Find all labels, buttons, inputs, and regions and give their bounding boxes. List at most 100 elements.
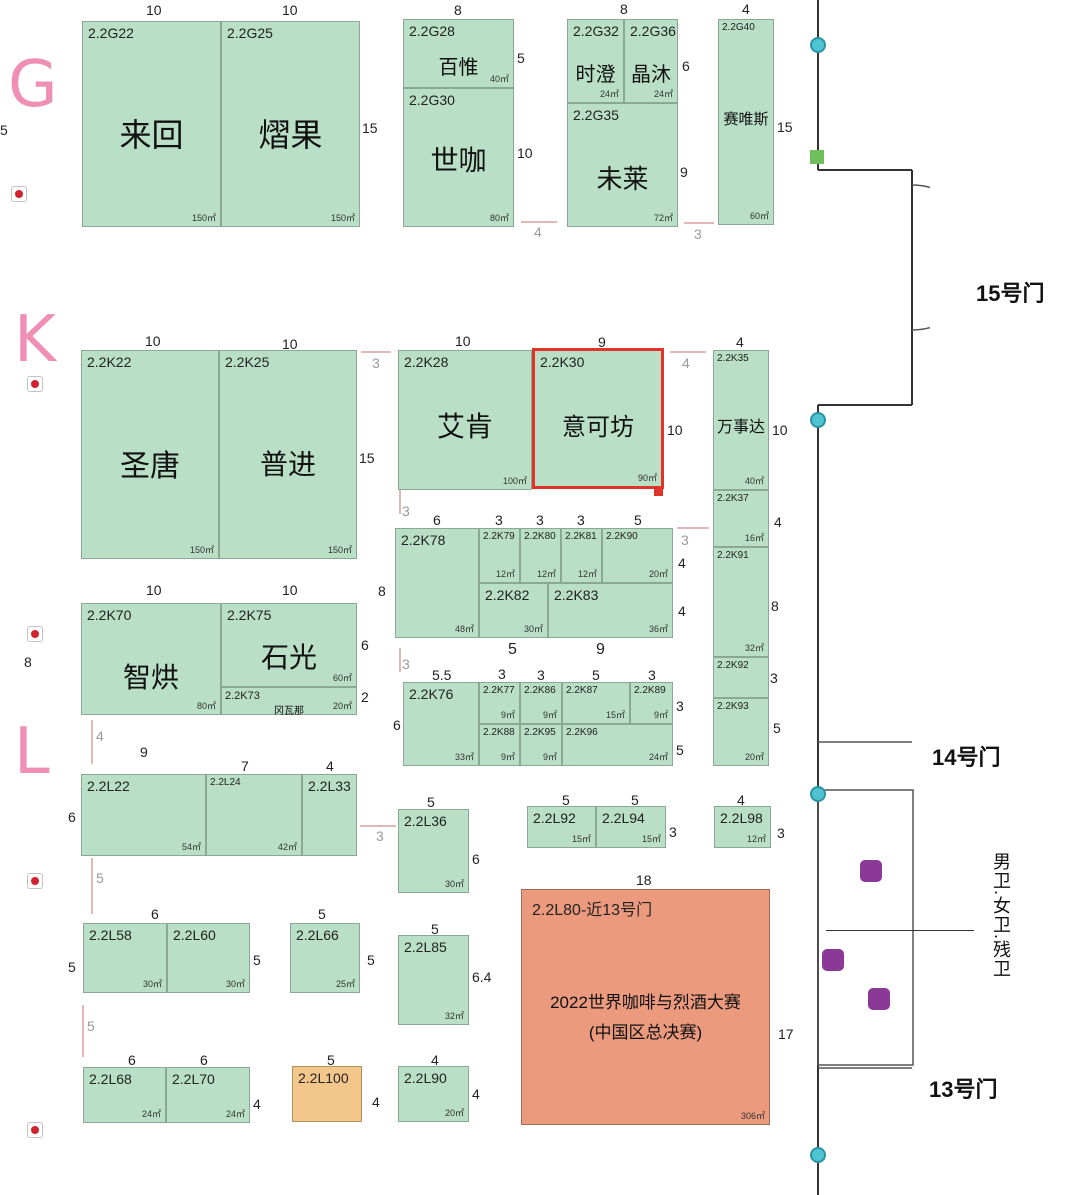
booth-id: 2.2L58: [89, 927, 132, 943]
booth-2-2k28[interactable]: 2.2K28 艾肯 100㎡: [398, 350, 532, 490]
booth-area: 33㎡: [454, 752, 474, 762]
booth-2-2g36[interactable]: 2.2G36 晶沐 24㎡: [624, 19, 678, 103]
dim-label: 3: [537, 667, 545, 683]
dim-label: 8: [620, 1, 628, 17]
booth-2-2l92[interactable]: 2.2L92 15㎡: [527, 806, 596, 848]
booth-2-2l66[interactable]: 2.2L66 25㎡: [290, 923, 360, 993]
booth-2-2k89[interactable]: 2.2K89 9㎡: [630, 682, 673, 724]
booth-name: 石光: [260, 642, 317, 673]
booth-2-2l36[interactable]: 2.2L36 30㎡: [398, 809, 469, 893]
booth-2-2k86[interactable]: 2.2K86 9㎡: [520, 682, 562, 724]
booth-2-2k92[interactable]: 2.2K92: [713, 657, 769, 698]
booth-2-2k87[interactable]: 2.2K87 15㎡: [562, 682, 630, 724]
dim-label: 3: [577, 512, 585, 528]
booth-name: 世咖: [430, 145, 487, 176]
booth-id: 2.2L92: [533, 810, 576, 826]
dim-label: 8: [378, 583, 386, 599]
booth-area: 20㎡: [444, 1108, 464, 1118]
booth-name: 熠果: [258, 117, 323, 153]
booth-id: 2.2L68: [89, 1071, 132, 1087]
booth-2-2k37[interactable]: 2.2K37 16㎡: [713, 490, 769, 547]
booth-2-2l90[interactable]: 2.2L90 20㎡: [398, 1066, 469, 1122]
booth-2-2k88[interactable]: 2.2K88 9㎡: [479, 724, 520, 766]
booth-2-2g32[interactable]: 2.2G32 时澄 24㎡: [567, 19, 624, 103]
booth-id: 2.2K35: [717, 353, 749, 364]
dim-label: 5: [508, 641, 517, 658]
booth-area: 15㎡: [605, 710, 625, 720]
restroom-note: 男卫.女卫.残卫: [991, 852, 1011, 979]
booth-2-2l24[interactable]: 2.2L24 42㎡: [206, 774, 302, 856]
booth-2-2k95[interactable]: 2.2K95 9㎡: [520, 724, 562, 766]
booth-2-2k78[interactable]: 2.2K78 48㎡: [395, 528, 479, 638]
booth-2-2k81[interactable]: 2.2K81 12㎡: [561, 528, 602, 583]
booth-area: 24㎡: [141, 1109, 161, 1119]
booth-2-2l33[interactable]: 2.2L33: [302, 774, 357, 856]
booth-2-2l98[interactable]: 2.2L98 12㎡: [714, 806, 771, 848]
dim-label: 10: [772, 422, 788, 438]
booth-2-2k96[interactable]: 2.2K96 24㎡: [562, 724, 673, 766]
booth-2-2k22[interactable]: 2.2K22 圣唐 150㎡: [81, 350, 219, 559]
booth-2-2l22[interactable]: 2.2L22 54㎡: [81, 774, 206, 856]
booth-2-2g28[interactable]: 2.2G28 百惟 40㎡: [403, 19, 514, 88]
restroom-icon: [868, 988, 890, 1010]
dim-label: 9: [596, 641, 605, 658]
aisle-line: [399, 648, 401, 672]
booth-2-2k76[interactable]: 2.2K76 33㎡: [403, 682, 479, 766]
dim-label: 5: [431, 921, 439, 937]
booth-area: 9㎡: [542, 752, 557, 762]
dim-label: 8: [771, 598, 779, 614]
dim-label: 5: [367, 952, 375, 968]
booth-2-2k25[interactable]: 2.2K25 普进 150㎡: [219, 350, 357, 559]
booth-2-2k30[interactable]: 2.2K30 意可坊 90㎡: [532, 348, 664, 489]
booth-2-2g22[interactable]: 2.2G22 来回 150㎡: [82, 21, 221, 227]
booth-2-2k35[interactable]: 2.2K35 万事达 40㎡: [713, 350, 769, 490]
booth-2-2l70[interactable]: 2.2L70 24㎡: [166, 1067, 250, 1123]
booth-2-2l58[interactable]: 2.2L58 30㎡: [83, 923, 167, 993]
pillar-icon: [810, 37, 826, 53]
booth-id: 2.2K28: [404, 354, 449, 370]
dim-label: 4: [737, 792, 745, 808]
dim-label: 2: [361, 689, 369, 705]
booth-id: 2.2L100: [298, 1070, 349, 1086]
booth-id: 2.2K80: [524, 531, 556, 542]
booth-2-2k77[interactable]: 2.2K77 9㎡: [479, 682, 520, 724]
booth-id: 2.2K93: [717, 701, 749, 712]
booth-2-2k73[interactable]: 2.2K73 冈瓦那 20㎡: [221, 687, 357, 717]
booth-id: 2.2K89: [634, 685, 666, 696]
aisle-line: [399, 490, 401, 514]
booth-2-2k82[interactable]: 2.2K82 30㎡: [479, 583, 548, 638]
dim-label: 4: [431, 1052, 439, 1068]
booth-2-2g25[interactable]: 2.2G25 熠果 150㎡: [221, 21, 360, 227]
dim-label: 10: [282, 336, 298, 352]
booth-2-2k83[interactable]: 2.2K83 36㎡: [548, 583, 673, 638]
booth-2-2l85[interactable]: 2.2L85 32㎡: [398, 935, 469, 1025]
booth-2-2l60[interactable]: 2.2L60 30㎡: [167, 923, 250, 993]
booth-2-2l80[interactable]: 2.2L80-近13号门 2022世界咖啡与烈酒大赛 (中国区总决赛) 306㎡: [521, 889, 770, 1125]
dim-label: 15: [359, 450, 375, 466]
booth-2-2l68[interactable]: 2.2L68 24㎡: [83, 1067, 166, 1123]
booth-2-2k80[interactable]: 2.2K80 12㎡: [520, 528, 561, 583]
booth-2-2l100[interactable]: 2.2L100: [292, 1066, 362, 1122]
booth-id: 2.2G40: [722, 22, 755, 33]
fire-hydrant-icon: [27, 376, 43, 392]
booth-id: 2.2K82: [485, 587, 530, 603]
booth-2-2l94[interactable]: 2.2L94 15㎡: [596, 806, 666, 848]
booth-2-2k93[interactable]: 2.2K93 20㎡: [713, 698, 769, 766]
dim-label: 6: [433, 512, 441, 528]
dim-label: 6: [68, 809, 76, 825]
dim-label: 6: [361, 637, 369, 653]
booth-2-2k90[interactable]: 2.2K90 20㎡: [602, 528, 673, 583]
booth-2-2k91[interactable]: 2.2K91 32㎡: [713, 547, 769, 657]
booth-2-2k70[interactable]: 2.2K70 智烘 80㎡: [81, 603, 221, 715]
booth-name: 艾肯: [436, 411, 493, 442]
booth-2-2k79[interactable]: 2.2K79 12㎡: [479, 528, 520, 583]
booth-2-2g40[interactable]: 2.2G40 赛唯斯 60㎡: [718, 19, 774, 225]
dim-label: 9: [140, 744, 148, 760]
booth-2-2k75[interactable]: 2.2K75 石光 60㎡: [221, 603, 357, 687]
dim-label: 5.5: [432, 667, 452, 683]
booth-2-2g30[interactable]: 2.2G30 世咖 80㎡: [403, 88, 514, 227]
booth-area: 150㎡: [189, 545, 214, 555]
dim-label: 18: [636, 872, 652, 888]
dim-label: 5: [634, 512, 642, 528]
booth-2-2g35[interactable]: 2.2G35 未莱 72㎡: [567, 103, 678, 227]
